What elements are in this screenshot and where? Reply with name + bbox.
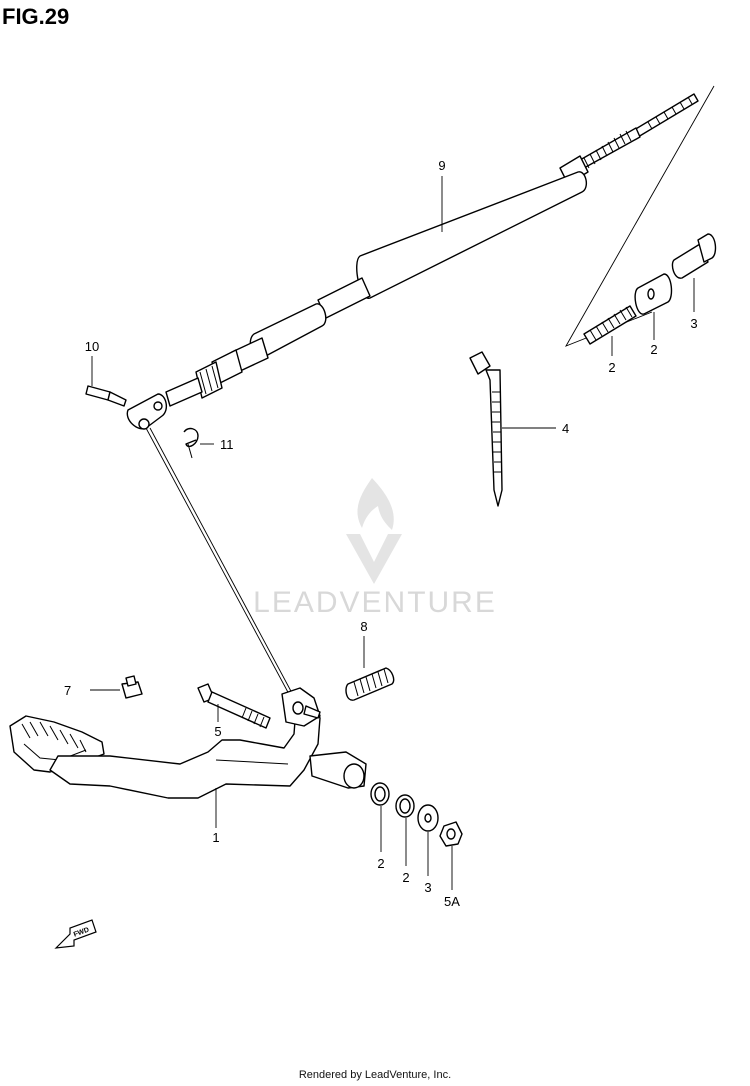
- part-2-washer-b[interactable]: [395, 794, 415, 818]
- watermark-logo-icon: [346, 478, 402, 584]
- part-13-label: 4: [562, 421, 569, 436]
- part-11-label: 2: [650, 342, 657, 357]
- part-3-label: 3: [424, 880, 431, 895]
- part-5-label: 5A: [444, 894, 460, 909]
- watermark: LEADVENTURE: [253, 478, 497, 619]
- part-2b-label: 2: [402, 870, 409, 885]
- part-6-label: 8: [360, 619, 367, 634]
- part-2-washer-a[interactable]: [370, 782, 390, 806]
- part-8-label: 10: [85, 339, 99, 354]
- watermark-text: LEADVENTURE: [253, 586, 497, 619]
- part-7-label: 9: [438, 158, 445, 173]
- part-2a-label: 2: [377, 856, 384, 871]
- part-10-spring[interactable]: [583, 305, 637, 345]
- part-5a-nut[interactable]: [121, 675, 143, 699]
- figure-title: FIG.29: [2, 4, 70, 29]
- part-4-bolt[interactable]: [197, 683, 271, 729]
- part-12-pin[interactable]: [671, 233, 717, 279]
- part-5-nut[interactable]: [439, 821, 463, 847]
- part-12-label: 3: [690, 316, 697, 331]
- footer-credit: Rendered by LeadVenture, Inc.: [298, 1069, 452, 1081]
- part-10-label: 2: [608, 360, 615, 375]
- part-5a-label: 7: [64, 683, 71, 698]
- part-9-clip[interactable]: [183, 427, 199, 459]
- part-1-label: 1: [212, 830, 219, 845]
- fwd-direction-badge: FWD: [54, 919, 97, 949]
- part-9-label: 11: [220, 437, 234, 452]
- part-7-brake-cable[interactable]: [126, 93, 699, 430]
- part-6-return-spring[interactable]: [345, 667, 395, 701]
- part-8-clevis-pin[interactable]: [85, 385, 127, 407]
- part-11-joint[interactable]: [634, 273, 673, 315]
- part-13-cable-tie[interactable]: [469, 351, 503, 507]
- fwd-arrow-icon: [54, 919, 97, 949]
- part-1-brake-pedal[interactable]: [9, 687, 367, 799]
- part-4-label: 5: [214, 724, 221, 739]
- part-3-plate-washer[interactable]: [417, 804, 439, 832]
